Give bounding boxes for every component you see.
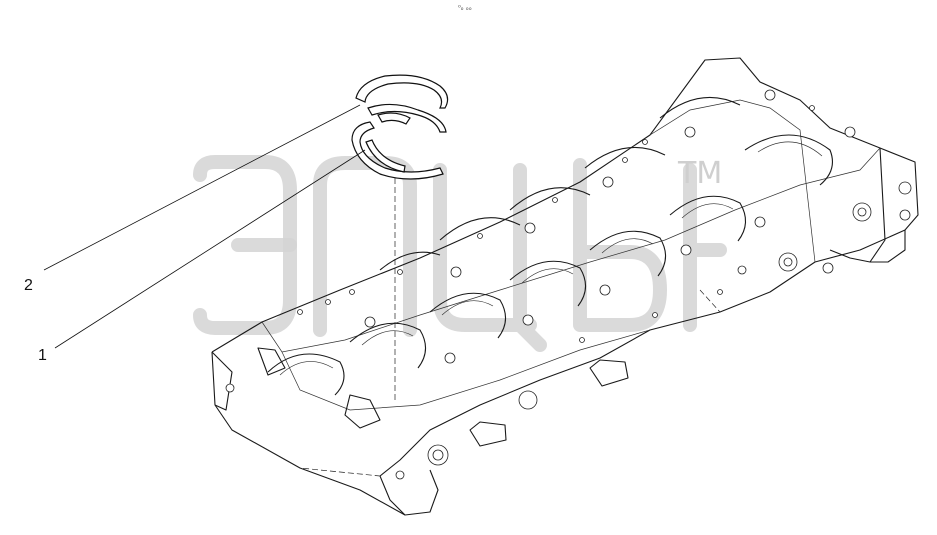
callout-1: 1 <box>38 347 47 364</box>
watermark-tm: TM <box>677 156 722 191</box>
engine-block <box>211 57 919 516</box>
top-mark: ⁰ₒ ₒₒ <box>458 4 472 12</box>
leader-line-1 <box>54 149 366 349</box>
watermark-logo: TM <box>193 155 727 352</box>
thrust-washer-lower <box>351 112 444 180</box>
callout-2: 2 <box>24 277 33 294</box>
thrust-washer-upper <box>355 74 449 133</box>
leader-line-2 <box>43 104 361 271</box>
